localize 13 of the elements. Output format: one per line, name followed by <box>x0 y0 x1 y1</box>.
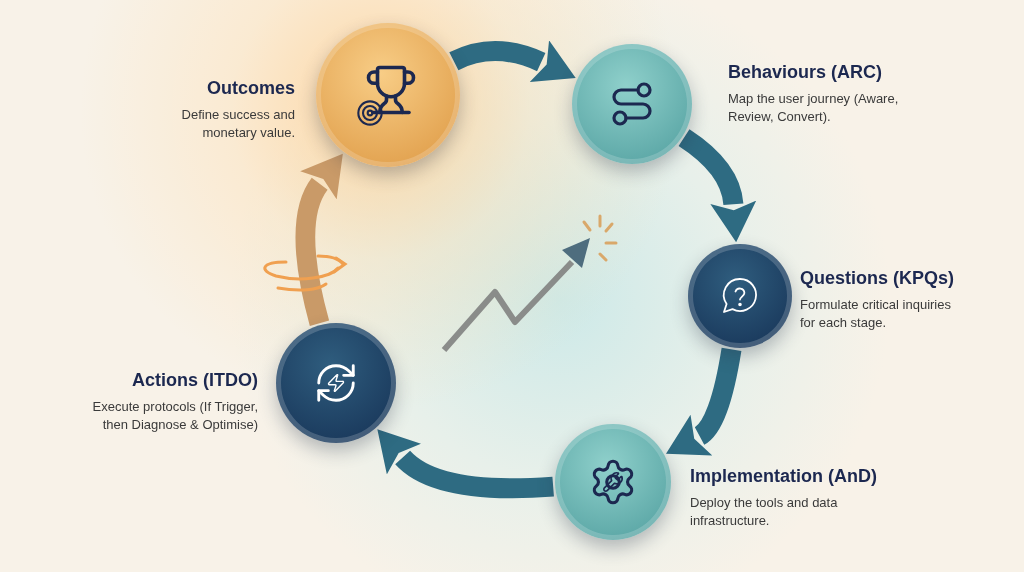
curved-arrow <box>295 152 341 326</box>
curved-arrow <box>668 347 742 458</box>
stage-description: Deploy the tools and data infrastructure. <box>690 493 839 530</box>
stage-title: Actions (ITDO) <box>132 370 258 392</box>
stage-description: Formulate critical inquiries for each stage. <box>800 295 952 332</box>
stage-description: Map the user journey (Aware, Review, Convert). <box>728 89 900 126</box>
stage-description: Execute protocols (If Trigger, then Diagnose & Optimise) <box>91 397 258 434</box>
stage-title: Outcomes <box>206 78 295 100</box>
stage-description: Define success and monetary value. <box>180 105 295 142</box>
stage-title: Implementation (AnD) <box>690 466 877 488</box>
stage-title: Behaviours (ARC) <box>728 62 883 84</box>
curved-arrow <box>375 431 554 499</box>
stage-title: Questions (KPQs) <box>800 268 955 290</box>
